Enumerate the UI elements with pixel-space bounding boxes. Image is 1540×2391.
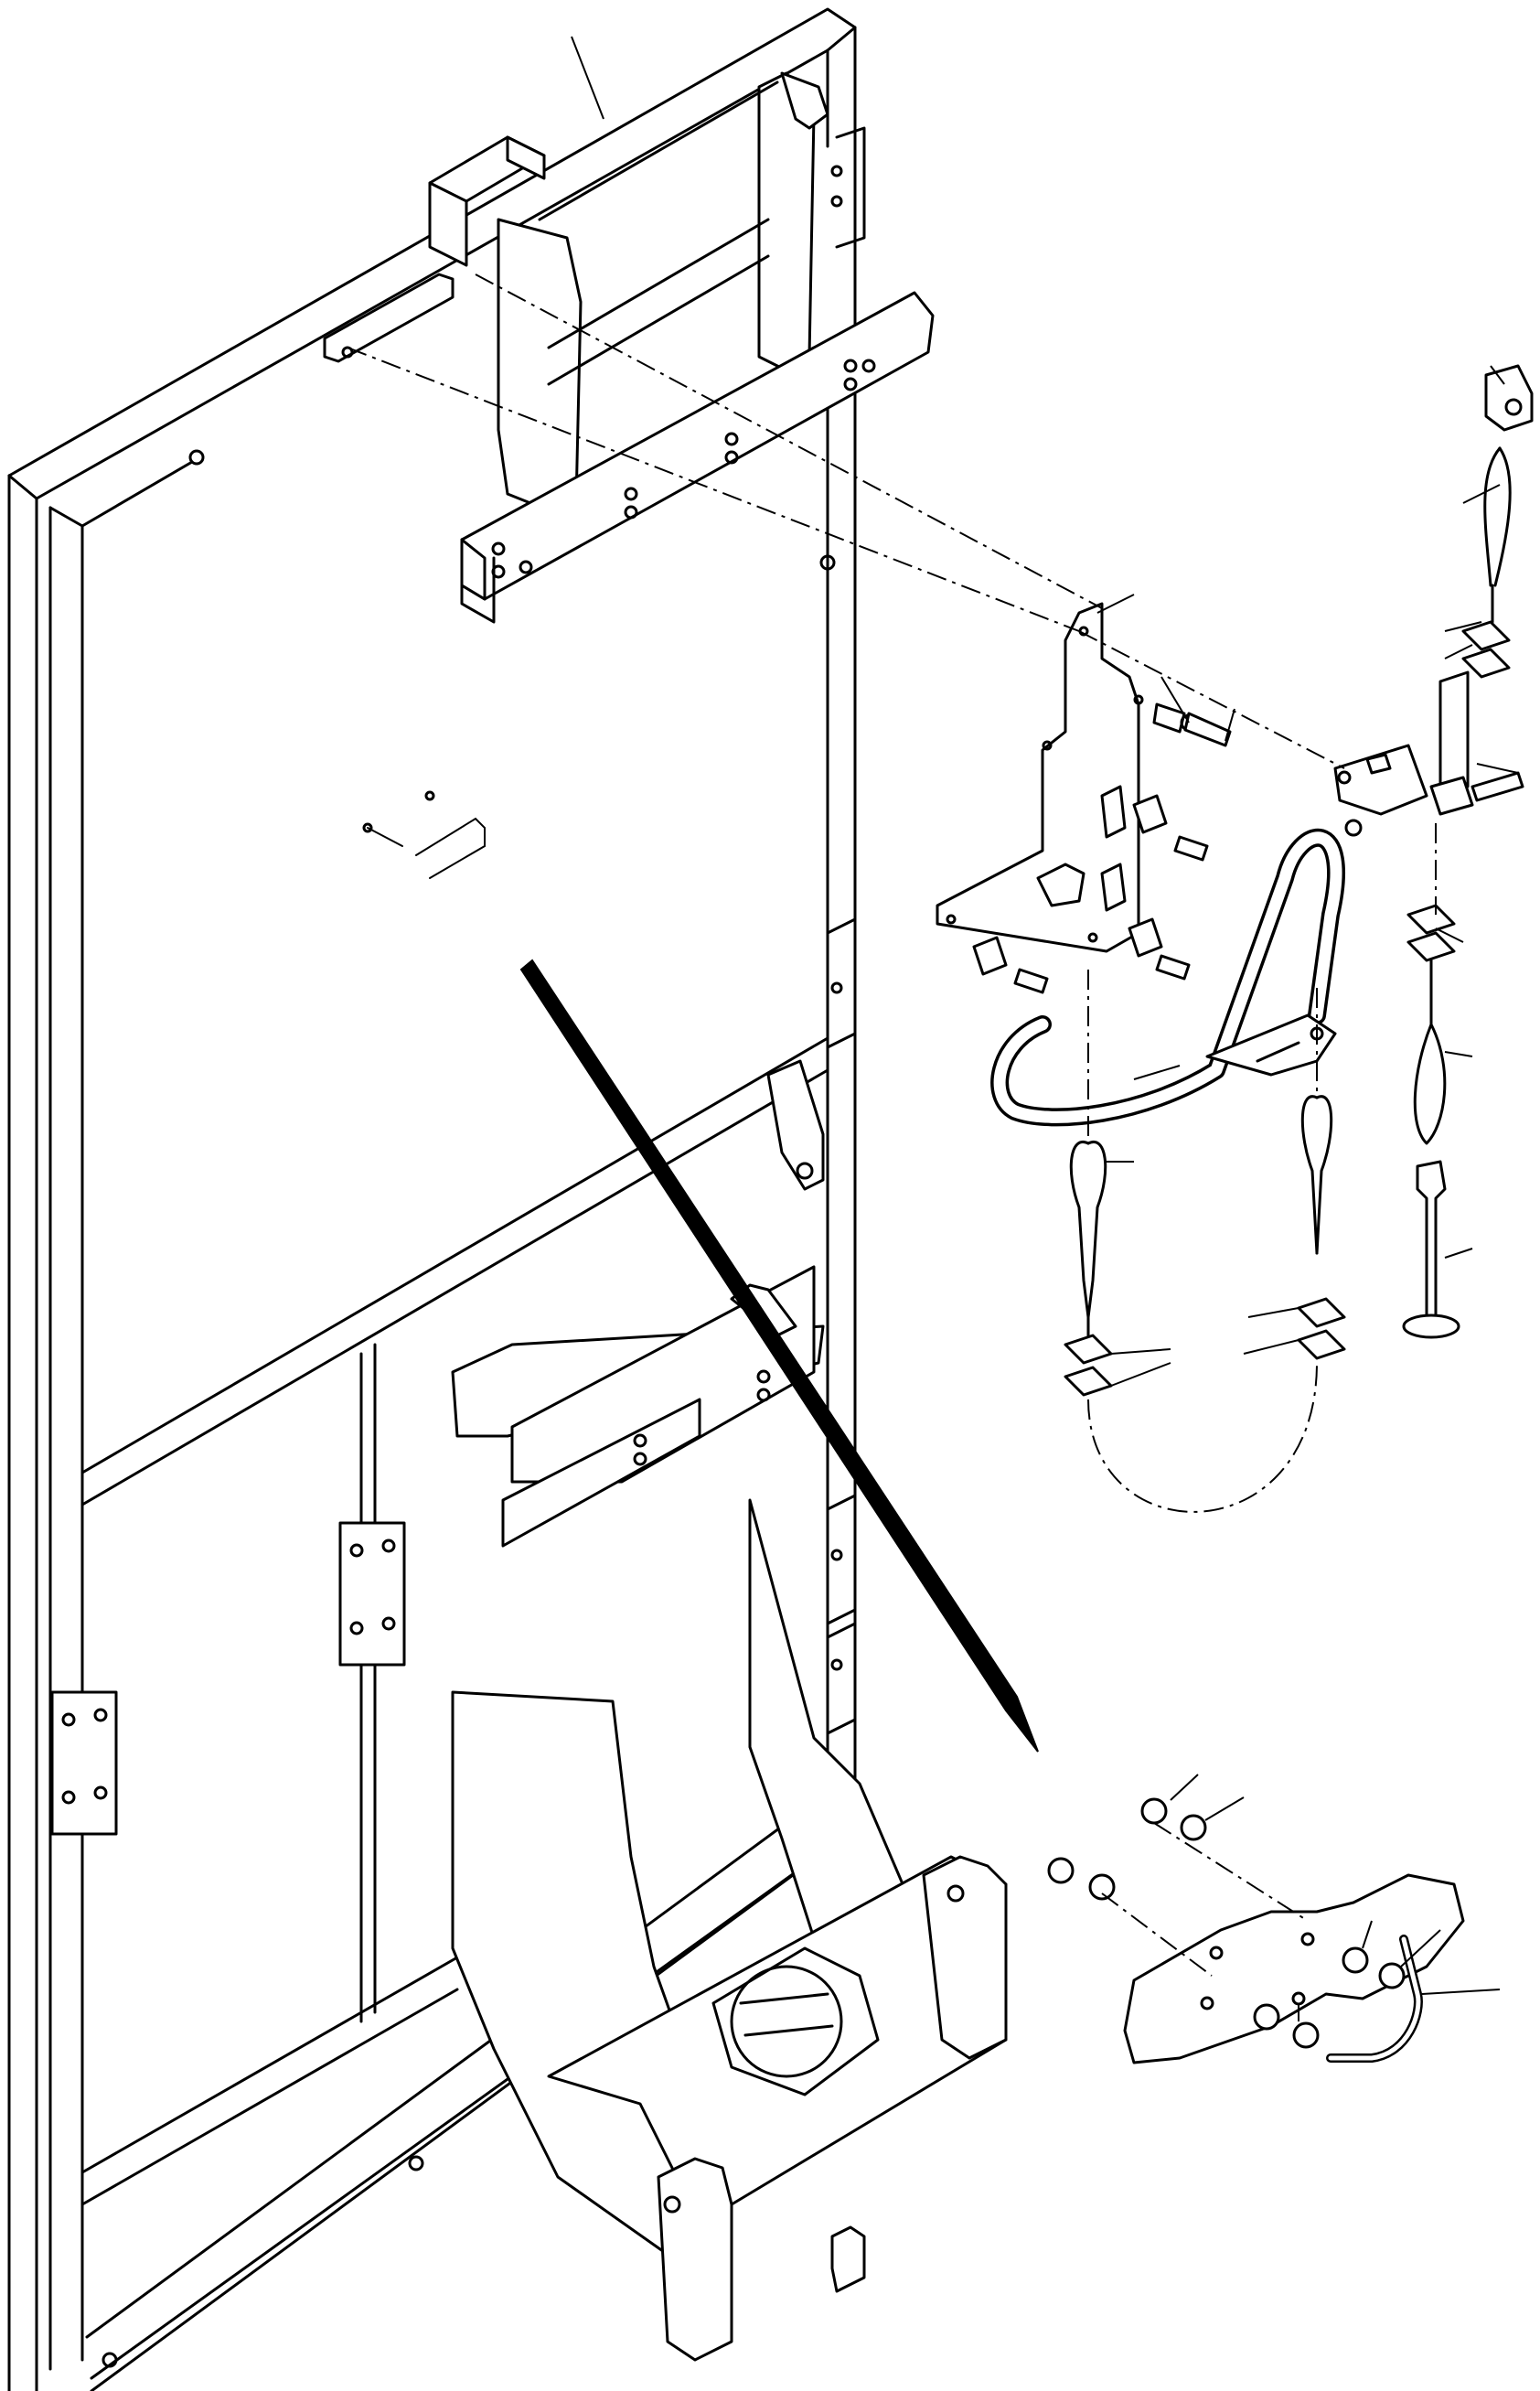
u-bolt bbox=[1326, 1935, 1423, 2063]
cover-plate bbox=[1047, 1797, 1465, 2064]
upper-mounting-bracket bbox=[323, 71, 935, 624]
assembly-lines bbox=[347, 273, 1437, 2021]
end-cap bbox=[1484, 364, 1534, 432]
lower-seat-bucket bbox=[451, 1265, 1008, 2362]
locking-pin bbox=[1333, 670, 1524, 1339]
direction-arrow bbox=[519, 959, 1039, 1753]
support-plate bbox=[936, 602, 1232, 994]
callout-leaders bbox=[571, 36, 1519, 1995]
lanyard-cable bbox=[1064, 446, 1512, 1397]
step-handle bbox=[990, 828, 1345, 1127]
